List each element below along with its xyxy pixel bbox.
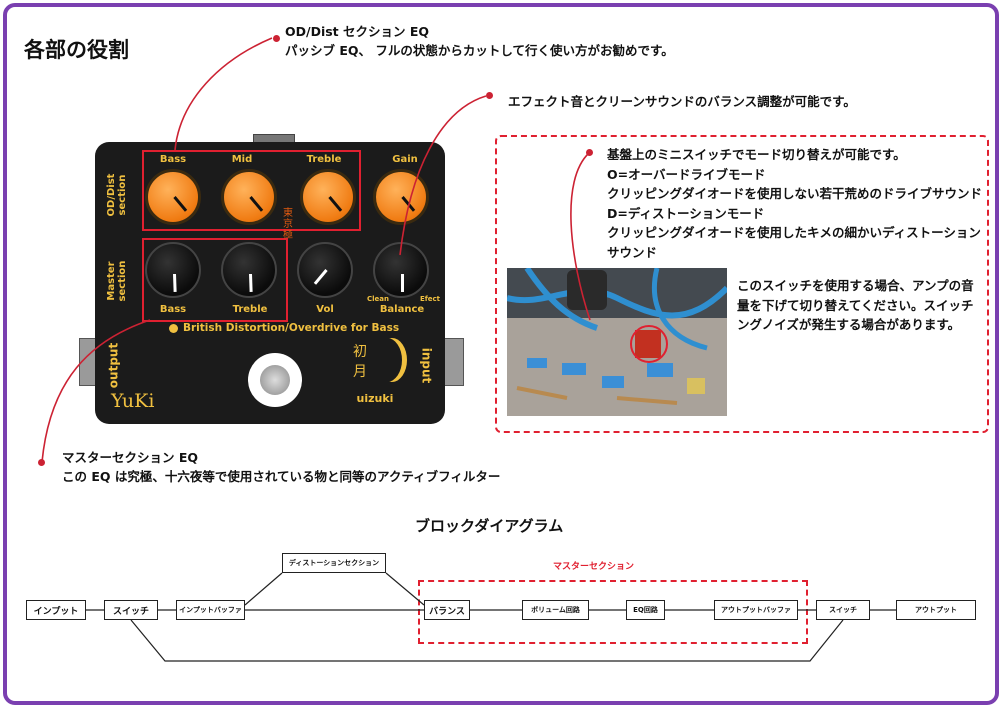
master-section-caption: マスターセクション	[553, 562, 635, 572]
block-output: アウトプット	[896, 600, 976, 620]
master-eq-title: マスターセクション EQ	[62, 450, 199, 465]
master-eq-note: マスターセクション EQ この EQ は究極、十六夜等で使用されている物と同等の…	[62, 448, 500, 486]
kanji-vertical: 東京極	[283, 208, 293, 241]
block-input: インプット	[26, 600, 86, 620]
balance-effect-label: Efect	[419, 295, 441, 303]
diagram-title: ブロックダイアグラム	[415, 517, 564, 535]
knob-label-balance: Balance	[379, 304, 425, 315]
od-treble-knob[interactable]	[300, 169, 356, 225]
knob-label-gain: Gain	[392, 154, 418, 165]
warning-line: ングノイズが発生する場合があります。	[737, 317, 961, 332]
block-eq: EQ回路	[626, 600, 665, 620]
master-section-box	[418, 580, 808, 644]
switch-line: D=ディストーションモード	[607, 205, 765, 221]
page-title: 各部の役割	[24, 38, 129, 62]
gain-knob[interactable]	[373, 169, 429, 225]
balance-note: エフェクト音とクリーンサウンドのバランス調整が可能です。	[508, 94, 856, 109]
od-eq-dot	[273, 35, 280, 42]
pedal-body: Bass Mid Treble Gain OD/Dist section Mas…	[95, 142, 445, 424]
od-mid-knob[interactable]	[221, 169, 277, 225]
model-name: uizuki	[356, 392, 394, 405]
knob-label-master-bass: Bass	[159, 304, 187, 315]
switch-line: クリッピングダイオードを使用したキメの細かいディストーション	[607, 225, 981, 240]
knob-label-treble: Treble	[306, 154, 342, 165]
warning-line: このスイッチを使用する場合、アンプの音	[737, 278, 974, 293]
od-eq-highlight	[142, 150, 361, 231]
circuit-board-photo	[507, 268, 727, 416]
master-treble-knob[interactable]	[221, 242, 277, 298]
block-input-buffer: インプットバッファ	[176, 600, 245, 620]
master-eq-dot	[38, 459, 45, 466]
master-bass-knob[interactable]	[145, 242, 201, 298]
switch-dot	[586, 149, 593, 156]
od-eq-desc: パッシブ EQ、 フルの状態からカットして行く使い方がお勧めです。	[285, 43, 674, 58]
switch-line: O=オーバードライブモード	[607, 166, 766, 182]
block-switch-out: スイッチ	[816, 600, 870, 620]
footswitch[interactable]	[248, 353, 302, 407]
switch-note: 基盤上のミニスイッチでモード切り替えが可能です。 O=オーバードライブモード ク…	[607, 145, 982, 262]
balance-clean-label: Clean	[367, 295, 389, 303]
page-frame	[3, 3, 999, 705]
od-eq-note: OD/Dist セクション EQ パッシブ EQ、 フルの状態からカットして行く…	[285, 22, 674, 60]
knob-label-mid: Mid	[231, 154, 253, 165]
od-eq-title: OD/Dist セクション EQ	[285, 24, 430, 39]
balance-dot	[486, 92, 493, 99]
volume-knob[interactable]	[297, 242, 353, 298]
block-volume: ボリューム回路	[522, 600, 589, 620]
knob-label-master-treble: Treble	[232, 304, 268, 315]
knob-label-bass: Bass	[159, 154, 187, 165]
switch-line: サウンド	[607, 244, 658, 260]
switch-line: クリッピングダイオードを使用しない若干荒めのドライブサウンド	[607, 186, 983, 201]
switch-info-box	[495, 135, 989, 433]
od-bass-knob[interactable]	[145, 169, 201, 225]
block-switch-in: スイッチ	[104, 600, 158, 620]
block-output-buffer: アウトプットバッファ	[714, 600, 798, 620]
brand-logo: YuKi	[111, 390, 155, 412]
block-balance: バランス	[424, 600, 470, 620]
tagline: British Distortion/Overdrive for Bass	[183, 322, 400, 334]
knob-label-vol: Vol	[316, 304, 334, 315]
switch-line: 基盤上のミニスイッチでモード切り替えが可能です。	[607, 147, 906, 162]
moon-kanji: 初 月	[353, 344, 367, 380]
led-icon	[169, 324, 178, 333]
master-eq-desc: この EQ は究極、十六夜等で使用されている物と同等のアクティブフィルター	[62, 469, 501, 484]
block-distortion: ディストーションセクション	[282, 553, 386, 573]
master-eq-highlight	[142, 238, 288, 322]
warning-line: 量を下げて切り替えてください。スイッチ	[737, 297, 974, 313]
switch-warning: このスイッチを使用する場合、アンプの音 量を下げて切り替えてください。スイッチ …	[737, 276, 974, 335]
